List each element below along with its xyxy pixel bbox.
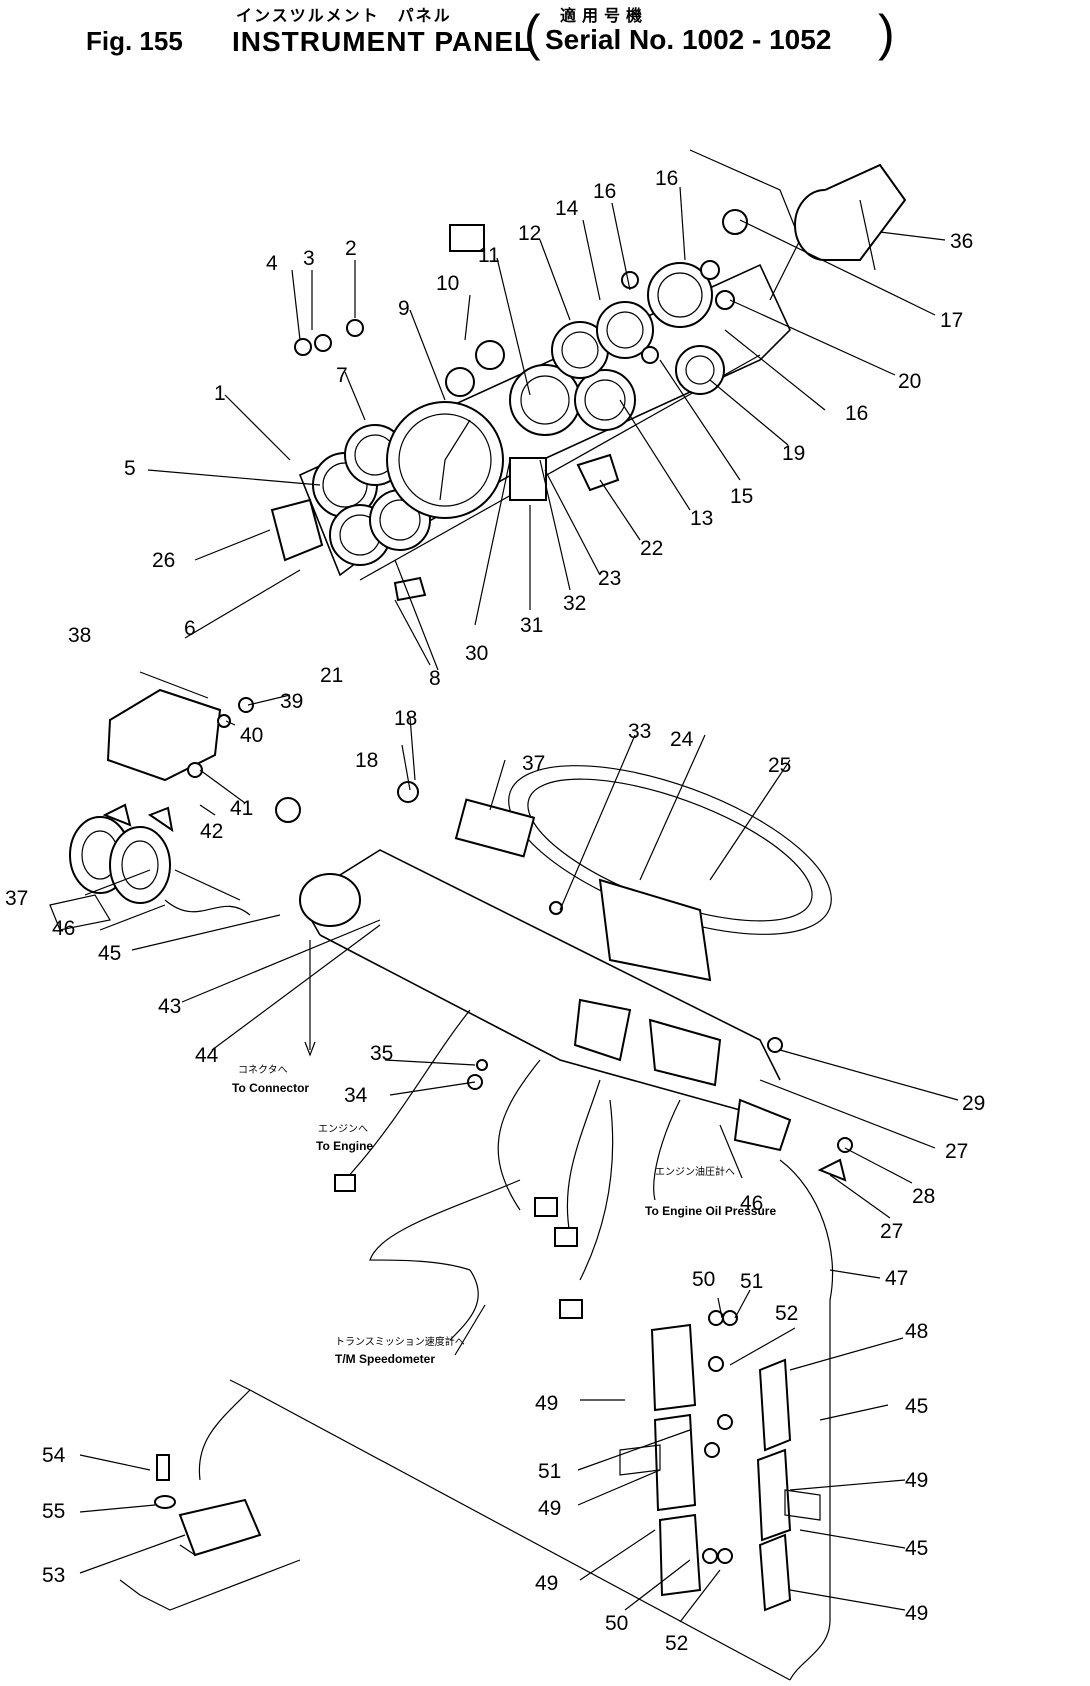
callout-51a: 50 [692,1268,715,1291]
callout-18b: 18 [394,707,417,730]
callout-14: 14 [555,197,579,220]
callout-32: 31 [520,614,543,637]
callout-49e: 49 [905,1602,928,1625]
callout-25: 24 [670,728,694,751]
page-header: インスツルメント パネル Fig. 155 INSTRUMENT PANEL (… [0,0,1090,61]
note-to-connector: To Connector [232,1081,309,1095]
callout-16b: 16 [845,402,868,425]
callout-54: 53 [42,1564,65,1587]
callout-20: 19 [782,442,805,465]
callout-5: 5 [124,457,136,480]
callout-3: 3 [303,247,315,270]
page-title: INSTRUMENT PANEL [232,26,533,57]
callout-1: 1 [214,382,226,405]
callout-leaders [79,186,959,1623]
hourmeter-assembly [106,671,254,782]
callout-50a: 49 [538,1497,561,1520]
callout-27b: 27 [945,1140,968,1163]
callout-50b: 50 [605,1612,628,1635]
callout-46a: 45 [98,942,121,965]
callout-11: 11 [478,244,500,267]
callout-39: 38 [68,624,91,647]
callout-30: 29 [962,1092,985,1115]
relay-box [119,1454,301,1611]
callout-56: 55 [42,1500,65,1523]
notes: コネクタへ To Connector エンジンへ To Engine エンジン油… [232,1064,776,1366]
note-to-engine-oil: To Engine Oil Pressure [645,1204,776,1218]
dashboard-frame [275,765,853,1182]
callout-7: 7 [336,364,348,387]
callout-48: 47 [885,1267,908,1290]
callout-26: 25 [768,754,791,777]
serial-number: Serial No. 1002 - 1052 [545,24,832,55]
callout-18a: 17 [940,309,963,332]
callout-12: 12 [518,222,541,245]
callout-15: 15 [730,485,753,508]
callout-49a: 48 [905,1320,928,1343]
wire-harness [198,1009,834,1681]
callout-38: 37 [522,752,545,775]
callout-55: 54 [42,1444,66,1467]
callout-47: 46 [52,917,75,940]
note-to-engine-jp: エンジンへ [318,1124,368,1135]
callout-52a: 51 [740,1270,763,1293]
serial-japanese: 適用号機 [560,8,649,25]
callout-22: 21 [320,664,343,687]
callout-49b: 49 [535,1392,558,1415]
callout-41: 40 [240,724,263,747]
callout-49c: 49 [905,1469,928,1492]
callout-2: 2 [345,237,357,260]
callout-46b: 46 [740,1192,763,1215]
panel-components [270,163,946,602]
brackets [619,1310,821,1612]
callout-51b: 51 [538,1460,561,1483]
front-lamps [49,803,251,931]
callout-43: 42 [200,820,223,843]
callout-29: 28 [912,1185,935,1208]
callout-19: 18 [355,749,378,772]
callout-28: 27 [880,1220,903,1243]
callout-8: 8 [429,667,441,690]
figure-label: Fig. 155 [86,26,183,56]
note-to-engine-oil-jp: エンジン油圧計へ [655,1165,735,1178]
callout-37a: 36 [950,230,973,253]
note-leaders [304,940,486,1356]
callout-40: 39 [280,690,303,713]
callout-27a: 26 [152,549,175,572]
callout-53: 52 [775,1302,798,1325]
callout-35: 34 [344,1084,368,1107]
note-to-connector-jp: コネクタへ [238,1064,288,1076]
callout-33: 32 [563,592,586,615]
callout-17: 16 [655,167,678,190]
callout-labels: 1 2 3 4 5 6 7 8 9 10 11 12 13 14 15 16 1… [5,167,985,1655]
callout-45b: 45 [905,1395,928,1418]
callout-24: 23 [598,567,621,590]
callout-23: 22 [640,537,663,560]
close-paren: ) [878,5,895,61]
open-paren: ( [524,5,541,61]
callout-45a: 44 [195,1044,219,1067]
note-tm-speedometer-jp: トランスミッション速度計へ [335,1335,465,1348]
note-tm-speedometer: T/M Speedometer [335,1352,435,1366]
callout-52b: 52 [665,1632,688,1655]
callout-9: 9 [398,297,410,320]
title-japanese: インスツルメント パネル [236,8,452,25]
note-to-engine: To Engine [316,1139,373,1153]
callout-42: 41 [230,797,253,820]
callout-34: 33 [628,720,651,743]
callout-21: 20 [898,370,921,393]
callout-45c: 45 [905,1537,928,1560]
callout-6: 6 [184,617,196,640]
panel-gauges [294,209,748,566]
callout-4: 4 [266,252,278,275]
callout-10: 10 [436,272,459,295]
callout-31: 30 [465,642,488,665]
callout-44: 43 [158,995,181,1018]
callout-37b: 37 [5,887,28,910]
callout-49d: 49 [535,1572,558,1595]
callout-13: 13 [690,507,713,530]
callout-36: 35 [370,1042,393,1065]
callout-16a: 16 [593,180,616,203]
